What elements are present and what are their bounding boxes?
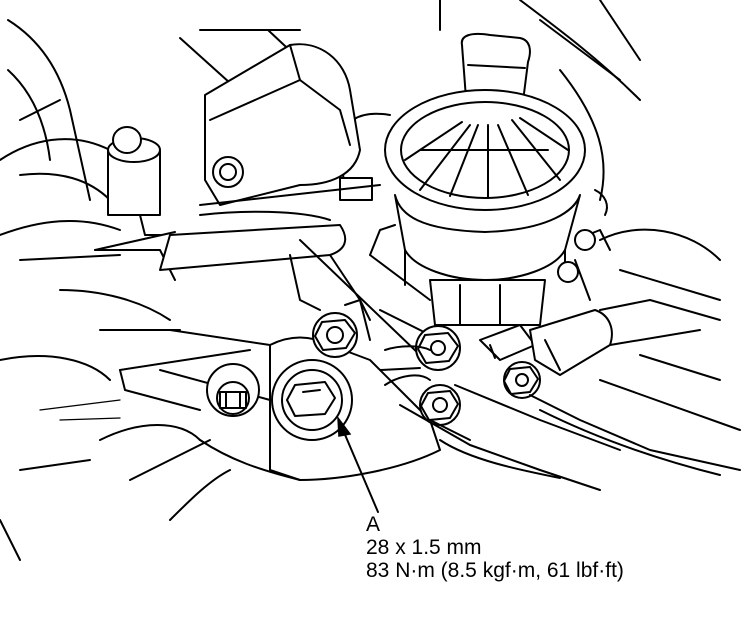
nut-center xyxy=(415,325,461,371)
bolt-size: 28 x 1.5 mm xyxy=(366,536,482,559)
sensor-connector xyxy=(199,43,381,221)
torque-spec: 83 N·m (8.5 kgf·m, 61 lbf·ft) xyxy=(366,559,624,582)
callout-letter: A xyxy=(366,513,381,536)
valve-assembly xyxy=(369,32,611,326)
nut-right xyxy=(503,361,541,399)
nut-upper xyxy=(312,299,371,358)
hose-connector-right xyxy=(529,228,721,381)
bolt-small-left xyxy=(206,363,260,417)
mount-bracket xyxy=(94,224,441,481)
callout-A-label: A 28 x 1.5 mm 83 N·m (8.5 kgf·m, 61 lbf·… xyxy=(366,513,624,582)
nut-lower xyxy=(419,384,461,426)
knob-post xyxy=(107,126,161,236)
callout-leader xyxy=(337,415,379,513)
bolt-A xyxy=(271,359,353,441)
tube-assembly xyxy=(379,324,741,491)
